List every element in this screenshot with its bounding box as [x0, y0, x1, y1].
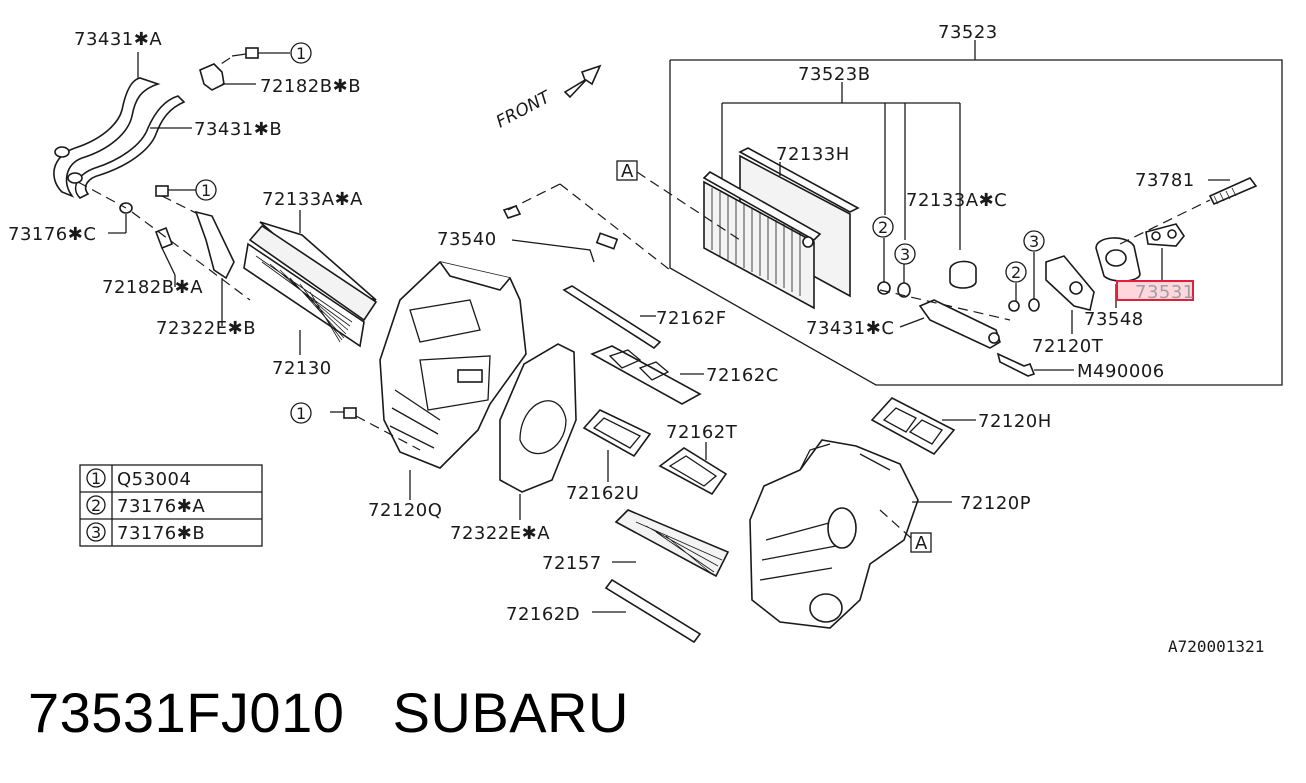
svg-text:1: 1 — [91, 469, 101, 488]
pipe-73431C — [879, 289, 1074, 377]
callout-73531: 73531 — [1135, 282, 1195, 303]
callout-72133A-C: 72133A✱C — [906, 190, 1007, 211]
callout-72130: 72130 — [272, 358, 332, 379]
heater-hose-73431 — [53, 52, 192, 234]
callout-72120Q: 72120Q — [368, 500, 442, 521]
seal-72162T — [658, 442, 728, 496]
block-73531 — [1119, 199, 1211, 282]
assembly-box-73523 — [669, 40, 1283, 386]
callout-72322E-B: 72322E✱B — [156, 318, 256, 339]
circle-marker-1: 1 — [290, 402, 312, 424]
case-72120Q — [330, 261, 527, 500]
callout-72120T: 72120T — [1032, 336, 1104, 357]
filter-72130 — [243, 210, 378, 355]
seal-72162D — [592, 578, 702, 644]
svg-text:A: A — [915, 533, 928, 554]
callout-72162D: 72162D — [506, 604, 580, 625]
callout-72162T: 72162T — [666, 422, 738, 443]
seal-72120H — [870, 397, 976, 456]
marker-a-top: A — [616, 160, 741, 241]
bracket-73523B — [721, 82, 961, 250]
circle-marker-2: 2 — [1005, 261, 1027, 283]
callout-72162C: 72162C — [706, 365, 779, 386]
svg-text:3: 3 — [91, 523, 101, 542]
callout-73540: 73540 — [437, 229, 497, 250]
marker-a-bottom: A — [879, 509, 932, 554]
svg-text:1: 1 — [201, 181, 211, 200]
plate-73548 — [1095, 237, 1141, 308]
case-72120P — [749, 439, 952, 629]
svg-text:1: 1 — [296, 404, 306, 423]
brand: SUBARU — [392, 681, 629, 744]
filter-72157 — [612, 509, 730, 578]
callout-72182B-B: 72182B✱B — [260, 76, 361, 97]
callout-72133A-A: 72133A✱A — [262, 189, 363, 210]
bracket-72322E-A — [499, 343, 577, 520]
callout-72182B-A: 72182B✱A — [102, 277, 203, 298]
svg-text:3: 3 — [1029, 232, 1039, 251]
highlight-73531 — [1116, 280, 1194, 301]
front-label: FRONT — [493, 87, 555, 133]
parts-diagram: FRONT — [8, 22, 1283, 656]
callout-73781: 73781 — [1135, 170, 1195, 191]
callout-73548: 73548 — [1084, 309, 1144, 330]
svg-text:3: 3 — [900, 245, 910, 264]
svg-text:2: 2 — [878, 218, 888, 237]
callout-72162U: 72162U — [566, 483, 639, 504]
diagram-reference: A720001321 — [1168, 637, 1264, 656]
callout-73523B: 73523B — [798, 64, 871, 85]
svg-text:A: A — [621, 161, 634, 182]
legend-table: 1 Q53004 2 73176✱A 3 73176✱B — [79, 464, 263, 547]
gasket-72120T — [1045, 255, 1095, 334]
circle-marker-1: 1 — [195, 179, 217, 201]
grommet-72133A-C — [949, 260, 977, 289]
callout-73431B: 73431✱B — [194, 119, 282, 140]
callout-72133H: 72133H — [776, 144, 850, 165]
seal-72162F — [562, 285, 662, 350]
callout-72322E-A: 72322E✱A — [450, 523, 550, 544]
callout-73431A: 73431✱A — [74, 29, 162, 50]
svg-text:Q53004: Q53004 — [117, 469, 191, 490]
circle-marker-3: 3 — [1023, 230, 1045, 252]
seal-72162C — [590, 345, 704, 405]
circle-marker-3: 3 — [894, 243, 916, 265]
circle-marker-1: 1 — [290, 42, 312, 64]
legend-row: 2 73176✱A — [86, 495, 205, 517]
part-number: 73531FJ010 — [28, 681, 345, 744]
callout-72120P: 72120P — [960, 493, 1031, 514]
callout-73176C: 73176✱C — [8, 224, 96, 245]
callout-72157: 72157 — [542, 553, 602, 574]
legend-row: 1 Q53004 — [86, 468, 191, 490]
legend-row: 3 73176✱B — [86, 522, 205, 544]
bolt-73781 — [1208, 177, 1258, 206]
o-rings — [877, 238, 1040, 312]
svg-text:2: 2 — [1011, 263, 1021, 282]
bracket-72322E-B — [131, 185, 251, 326]
clip-72182B-B — [199, 47, 290, 91]
callout-73523: 73523 — [938, 22, 998, 43]
callout-73431C: 73431✱C — [806, 318, 894, 339]
svg-text:73176✱A: 73176✱A — [117, 496, 205, 517]
svg-text:1: 1 — [296, 44, 306, 63]
svg-text:2: 2 — [91, 496, 101, 515]
footer-title: 73531FJ010 SUBARU — [28, 680, 629, 745]
seal-72162U — [582, 409, 652, 482]
callout-M490006: M490006 — [1077, 361, 1165, 382]
front-indicator: FRONT — [493, 64, 602, 133]
callout-72120H: 72120H — [978, 411, 1052, 432]
callout-72162F: 72162F — [656, 308, 727, 329]
bracket-73540 — [502, 183, 671, 271]
circle-marker-2: 2 — [872, 216, 894, 238]
svg-text:73176✱B: 73176✱B — [117, 523, 205, 544]
heater-core-72133H — [702, 147, 860, 310]
